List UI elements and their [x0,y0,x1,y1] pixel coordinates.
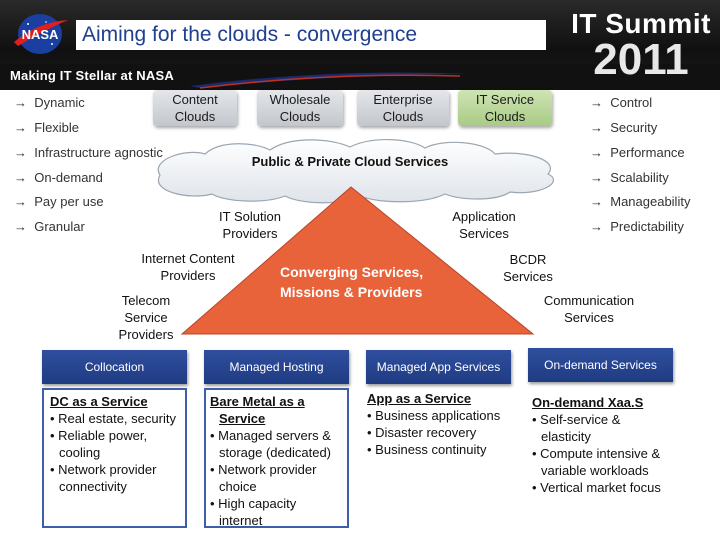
list-item: • High capacity internet [210,496,297,528]
right-list-item: → Performance [590,145,685,160]
telecom-service-providers-label: Telecom Service Providers [118,293,174,342]
list-item: • Business applications [367,408,501,423]
content-clouds-tag: Content Clouds [153,90,237,126]
left-list-item: → Granular [14,219,85,234]
arrow-right-icon: → [14,120,27,135]
arrow-right-icon: → [14,170,27,185]
managed-hosting-header: Managed Hosting [204,350,349,384]
it-summit-logo: IT Summit [571,8,711,39]
communication-services-label: Communication Services [543,293,635,325]
it-solution-providers-label: IT Solution Providers [219,209,281,241]
application-services-label: Application Services [452,209,516,241]
right-list-item: → Security [590,120,658,135]
list-item: • Business continuity [367,442,487,457]
list-item: • Reliable power, cooling [50,428,148,460]
managed-app-services-details: App as a Service • Business applications… [366,388,516,528]
arrow-right-icon: → [590,170,603,185]
left-list-item: → Dynamic [14,95,85,110]
list-item: • Network provider connectivity [50,462,157,494]
column-title: On-demand Xaa.S [532,395,644,410]
arrow-right-icon: → [590,95,603,110]
right-list-item: → Control [590,95,653,110]
nasa-logo-icon: NASA [14,14,68,54]
collocation-details: DC as a Service • Real estate, security … [42,388,187,528]
collocation-header: Collocation [42,350,187,384]
managed-app-services-header: Managed App Services [366,350,511,384]
tagline-banner [0,64,720,90]
right-list-item: → Scalability [590,170,669,185]
slide-title: Aiming for the clouds - convergence [76,20,546,50]
managed-hosting-details: Bare Metal as a Service • Managed server… [204,388,349,528]
triangle-center-line1: Converging Services, [280,264,424,280]
convergence-triangle [180,186,535,335]
arrow-right-icon: → [590,120,603,135]
right-list-item: → Predictability [590,219,684,234]
enterprise-clouds-tag: Enterprise Clouds [357,90,449,126]
list-item: • Real estate, security [50,411,176,426]
on-demand-services-header: On-demand Services [528,348,673,382]
cloud-shape [157,138,555,204]
left-list-item: → Pay per use [14,194,104,209]
tagline-text: Making IT Stellar at NASA [10,68,174,83]
arrow-right-icon: → [14,145,27,160]
arrow-right-icon: → [590,219,603,234]
left-list-item: → On-demand [14,170,103,185]
arrow-right-icon: → [590,145,603,160]
it-summit-year: 2011 [593,35,689,84]
it-service-clouds-tag: IT Service Clouds [458,90,552,126]
column-title: Bare Metal as a Service [210,394,305,426]
list-item: • Managed servers & storage (dedicated) [210,428,332,460]
list-item: • Network provider choice [210,462,317,494]
internet-content-providers-label: Internet Content Providers [141,251,235,283]
on-demand-services-details: On-demand Xaa.S • Self-service & elastic… [530,388,675,528]
arrow-right-icon: → [14,219,27,234]
nasa-logo-text: NASA [22,27,59,42]
arrow-right-icon: → [590,194,603,209]
left-list-item: → Infrastructure agnostic [14,145,163,160]
wholesale-clouds-tag: Wholesale Clouds [257,90,343,126]
column-title: DC as a Service [50,394,148,409]
left-list-item: → Flexible [14,120,80,135]
column-title: App as a Service [367,391,472,406]
cloud-label: Public & Private Cloud Services [251,154,449,169]
triangle-center-line2: Missions & Providers [280,284,423,300]
list-item: • Disaster recovery [367,425,477,440]
arrow-right-icon: → [14,95,27,110]
bcdr-services-label: BCDR Services [503,252,553,284]
right-list-item: → Manageability [590,194,691,209]
arrow-right-icon: → [14,194,27,209]
list-item: • Compute intensive & variable workloads [532,446,661,478]
list-item: • Vertical market focus [532,480,661,495]
list-item: • Self-service & elasticity [532,412,621,444]
